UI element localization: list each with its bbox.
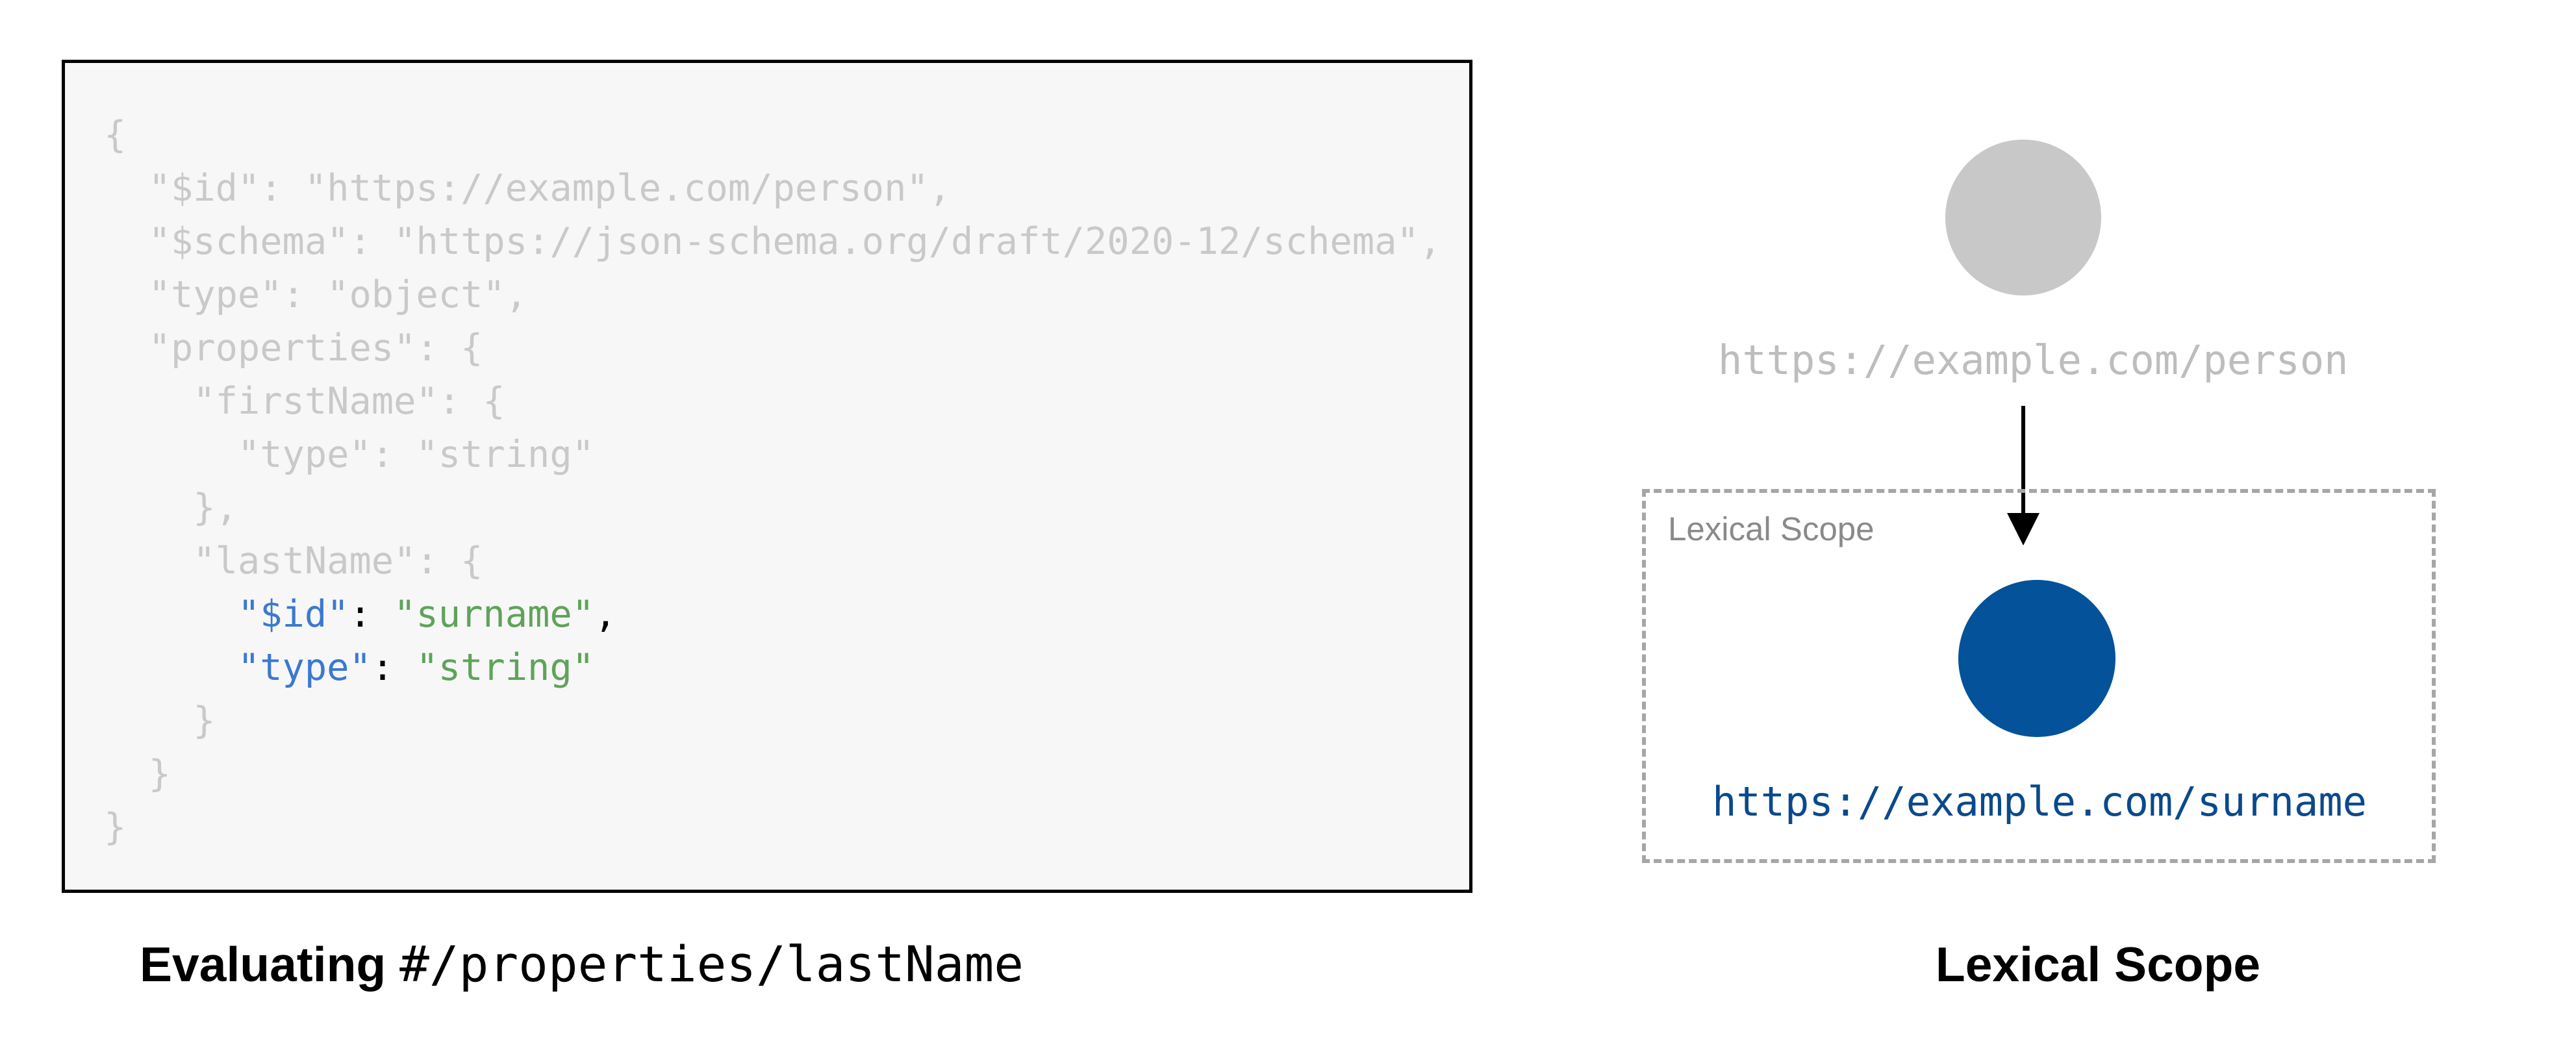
code-line: "$id": "https://example.com/person", — [104, 167, 952, 210]
lexical-scope-label: Lexical Scope — [1668, 510, 1875, 547]
code-line: } — [104, 806, 127, 849]
evaluating-label: Evaluating — [140, 937, 386, 992]
code-line: "$schema": "https://json-schema.org/draf… — [104, 220, 1442, 263]
code-line: "firstName": { — [104, 380, 505, 423]
code-colon: : — [371, 646, 416, 689]
code-indent — [104, 593, 238, 636]
code-value-string: "string" — [416, 646, 594, 689]
code-colon: : — [349, 593, 394, 636]
code-key-id: "$id" — [237, 593, 349, 636]
code-indent — [104, 646, 238, 689]
code-line-highlighted-type: "type": "string" — [104, 641, 1441, 694]
json-pointer: #/properties/lastName — [399, 935, 1024, 993]
surname-uri-label: https://example.com/surname — [1712, 778, 2367, 825]
code-line: } — [104, 753, 171, 795]
code-line: "lastName": { — [104, 540, 483, 582]
base-uri-label: https://example.com/person — [1718, 336, 2349, 384]
code-key-type: "type" — [237, 646, 372, 689]
arrow-down-icon — [2007, 406, 2039, 545]
lexical-scope-box — [1642, 489, 2436, 863]
code-comma: , — [594, 593, 617, 636]
code-line: }, — [104, 486, 238, 529]
code-line-highlighted-id: "$id": "surname", — [104, 588, 1441, 641]
evaluating-caption: Evaluating #/properties/lastName — [140, 932, 1024, 997]
schema-code-panel: { "$id": "https://example.com/person", "… — [62, 60, 1472, 893]
code-line: } — [104, 699, 216, 742]
surname-uri-node — [1958, 580, 2115, 737]
code-value-surname: "surname" — [394, 593, 594, 636]
code-line: "type": "object", — [104, 273, 528, 316]
code-line: "properties": { — [104, 327, 483, 369]
code-line: { — [104, 114, 127, 156]
base-uri-node — [1945, 140, 2101, 295]
lexical-scope-caption: Lexical Scope — [1935, 937, 2261, 992]
code-line: "type": "string" — [104, 433, 594, 476]
schema-code: { "$id": "https://example.com/person", "… — [104, 108, 1441, 854]
